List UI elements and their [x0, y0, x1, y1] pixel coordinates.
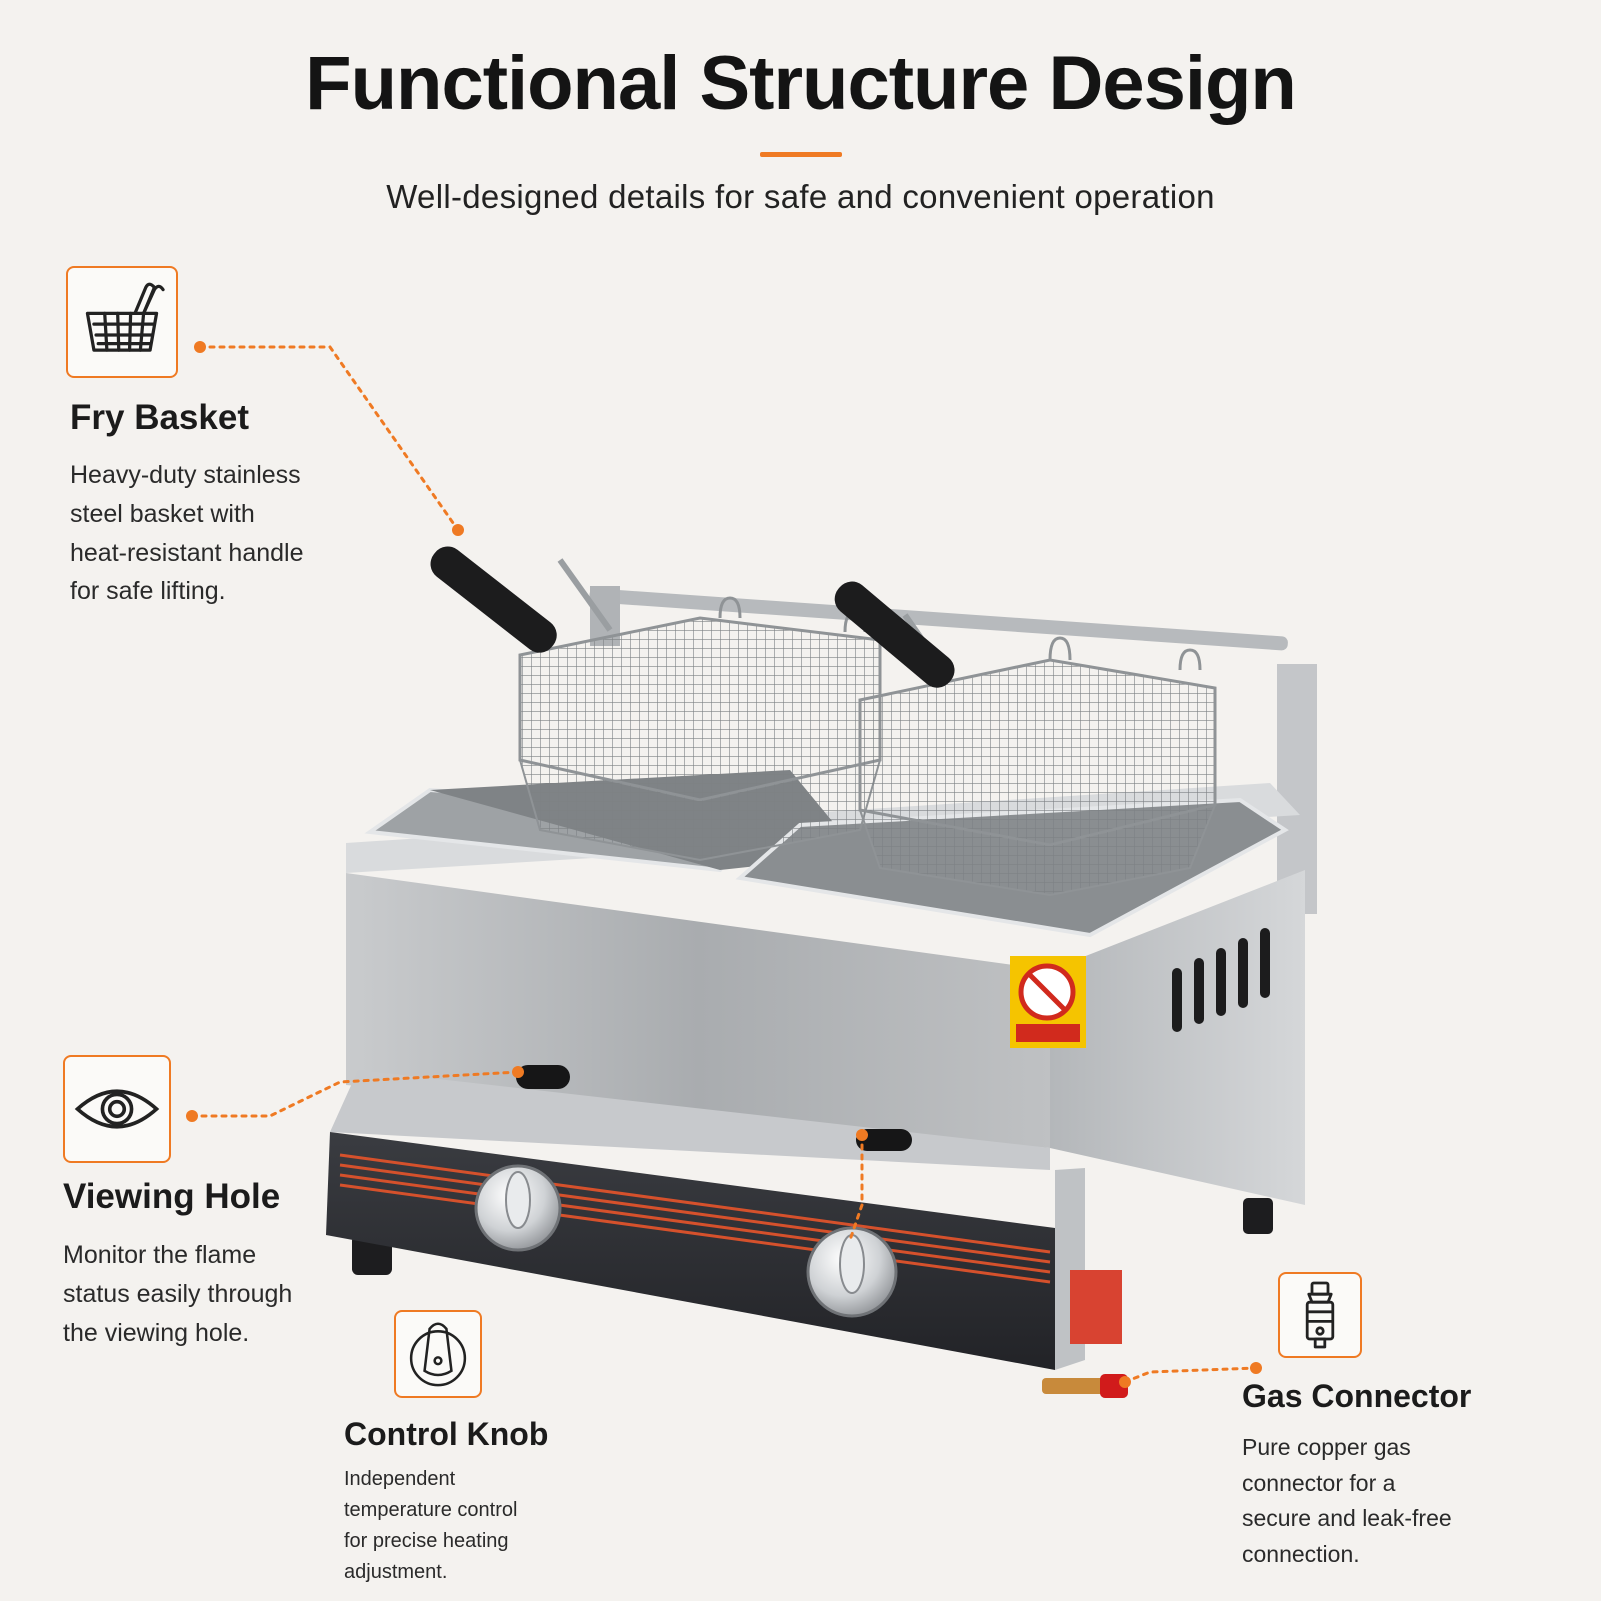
fry-basket-description: Heavy-duty stainless steel basket with h… [70, 461, 304, 606]
knob-icon [409, 1322, 467, 1387]
panel-stripes [339, 1153, 1051, 1284]
knob-left [474, 1164, 562, 1252]
fry-basket-icon-box [66, 266, 178, 378]
viewing-hole-right [856, 1129, 912, 1151]
control-knob-title: Control Knob [344, 1416, 549, 1452]
page-title: Functional Structure Design [305, 41, 1297, 126]
fry-basket-title: Fry Basket [70, 398, 249, 437]
basket-icon [85, 282, 165, 352]
fry-basket-right [834, 581, 1217, 897]
eye-icon [74, 1089, 160, 1129]
gas-connector-title: Gas Connector [1242, 1378, 1472, 1414]
callout-line-control-knob [848, 1133, 864, 1242]
warning-label [1010, 956, 1086, 1048]
fry-basket-left [430, 546, 882, 862]
viewing-hole-description: Monitor the flame status easily through … [63, 1241, 293, 1347]
knob-right [806, 1226, 898, 1318]
gas-connector-icon-box [1278, 1272, 1362, 1358]
title-accent-bar [760, 152, 842, 157]
viewing-hole-title: Viewing Hole [63, 1177, 281, 1216]
gas-connector-description: Pure copper gas connector for a secure a… [1242, 1434, 1452, 1567]
connector-icon [1305, 1281, 1335, 1349]
callout-line-viewing-hole [190, 1070, 520, 1118]
side-vents [1172, 928, 1270, 1032]
viewing-hole-icon-box [63, 1055, 171, 1163]
callout-line-gas-connector [1123, 1366, 1258, 1384]
control-knob-icon-box [394, 1310, 482, 1398]
viewing-hole-left [516, 1065, 570, 1089]
callout-line-fry-basket [198, 345, 460, 532]
page-subtitle: Well-designed details for safe and conve… [386, 178, 1215, 215]
control-knob-description: Independent temperature control for prec… [344, 1468, 518, 1583]
fryer-body [326, 546, 1317, 1398]
spec-sticker [1070, 1270, 1122, 1344]
